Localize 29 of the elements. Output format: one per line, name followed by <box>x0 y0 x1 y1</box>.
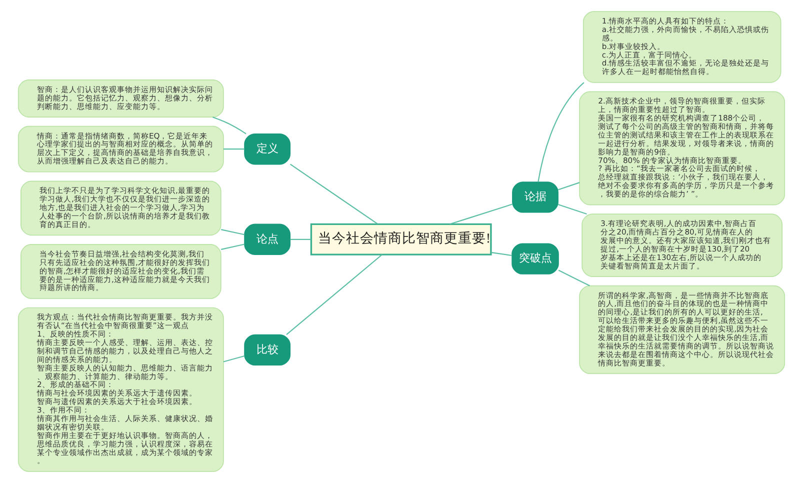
node-box: 2.高新技术企业中，领导的智商很重要，但实际上，情商的重要性超过了智商。 美国一家很有名的研究机构调查了188个公司，测试了每个公司的高级主管的智商和情商，并将每位主管的测试结果和该主管在工作上的表现联系在一起进行分析。结果发现，对领导者来说，情商的影响力是智商的9倍。 70%、80% 的专家认为情商比智商重要。 ? 再比如：“我去一家著名公司去面试的时候，总经理就直接跟我说：‘小伙子，我们现在要人，绝对不会要求你有多高的学历，学历只是一个参考，我要的是你的综合能力’ ”。 <box>579 91 786 206</box>
node-box: 比较 <box>244 334 291 366</box>
connector <box>223 355 244 362</box>
node-box: 定义 <box>244 133 291 165</box>
node-box: 当今社会情商比智商更重要! <box>310 223 492 256</box>
connector <box>538 82 584 182</box>
node-box: 所谓的科学家,高智商，是一些情商并不比智商底的人,而且他们的奋斗目的体现的也是一种情商中的同理心,是让我们的所有的人可以更好的生活,可以给生活带来更多的乐趣与便利,虽然这些不一定能给我们带来社会发展的目的的实现,因为社会发展的目的就是让我们没个人幸福快乐的生活,而幸福快乐的生活就需要情商的调节。所以说智商说来说去都是在围着情商这个中心。所以说现代社会情商比智商更重要。 <box>579 285 786 374</box>
node-box: 当今社会节奏日益增强,社会结构变化莫测,我们只有先适应社会的这种氛围,才能很好的发挥我们的智商,怎样才能很好的适应社会的变化,我们需要的是一种适应能力,这种适应能力就是今天我们辩题所讲的情商。 <box>20 244 222 299</box>
node-box: 论点 <box>244 224 291 255</box>
node-box: 3.有理论研究表明,人的成功因素中,智商占百分之20,而情商占百分之80,可见情商在人的发展中的意义。还有大家应该知道,我们刚才也有提过,一个人的智商在十岁时是130,到了20岁基本上还是在130左右,所以说一个人成功的关键看智商简直是太片面了。 <box>582 214 783 277</box>
node-box: 突破点 <box>512 243 559 274</box>
node-box: 我们上学不只是为了学习科学文化知识,最重要的学习做人,我们大学也不仅仅是我们进一步深造的地方,也是我们进入社会的一个学习做人,学习为人处事的一个台阶,所以说情商的培养才是我们教育的真正目的。 <box>20 180 222 236</box>
connector <box>450 204 512 225</box>
node-box: 情商：通常是指情绪商数，简称EQ，它是近年来心理学家们提出的与智商相对应的概念。从简单的层次上下定义，提高情商的基础是培养自我意识，从而增强理解自己及表达自己的能力。 <box>18 126 224 172</box>
node-box: 智商：是人们认识客观事物并运用知识解决实际问题的能力。它包括记忆力、观察力、想像力、分析判断能力、思维能力、应变能力等。 <box>18 79 224 118</box>
connector <box>558 270 590 286</box>
node-box: 1.情商水平高的人具有如下的特点： a.社交能力强，外向而愉快，不易陷入恐惧或伤感。 b.对事业较投入。 c.为人正直，富于同情心。 d.情感生活较丰富但不逾矩，无论是独处还是与许多人在一起时都能怡然自得。 <box>582 11 782 83</box>
connector <box>290 164 378 225</box>
connector <box>558 182 580 190</box>
connector <box>490 252 512 256</box>
connector <box>223 148 244 150</box>
connector <box>220 244 245 250</box>
node-box: 论据 <box>512 182 558 213</box>
node-box: 我方观点：当代社会情商比智商更重要。我方并没有否认“在当代社会中智商很重要”这一观点 1、反映的性质不同： 情商主要反映一个人感受、理解、运用、表达、控制和调节自己情感的能力，以及处理自己与他人之间的情感关系的能力。 智商主要反映人的认知能力、思维能力、语言能力、观察能力、计算能力、律动能力等。 2、形成的基础不同： 情商与社会环境因素的关系远大于遗传因素。 智商与遗传因素的关系远大于社会环境因素。 3、作用不同： 情商其作用与社会生活、人际关系、健康状况、婚姻状况有密切关联。 智商作用主要在于更好地认识事物。智商高的人，思维品质优良，学习能力强，认识程度深，容易在某个专业领域作出杰出成就，成为某个领域的专家。 <box>18 307 224 472</box>
connector <box>558 204 587 214</box>
connector <box>212 116 246 134</box>
connector <box>220 229 245 236</box>
connector <box>290 238 312 240</box>
connector <box>286 254 382 335</box>
